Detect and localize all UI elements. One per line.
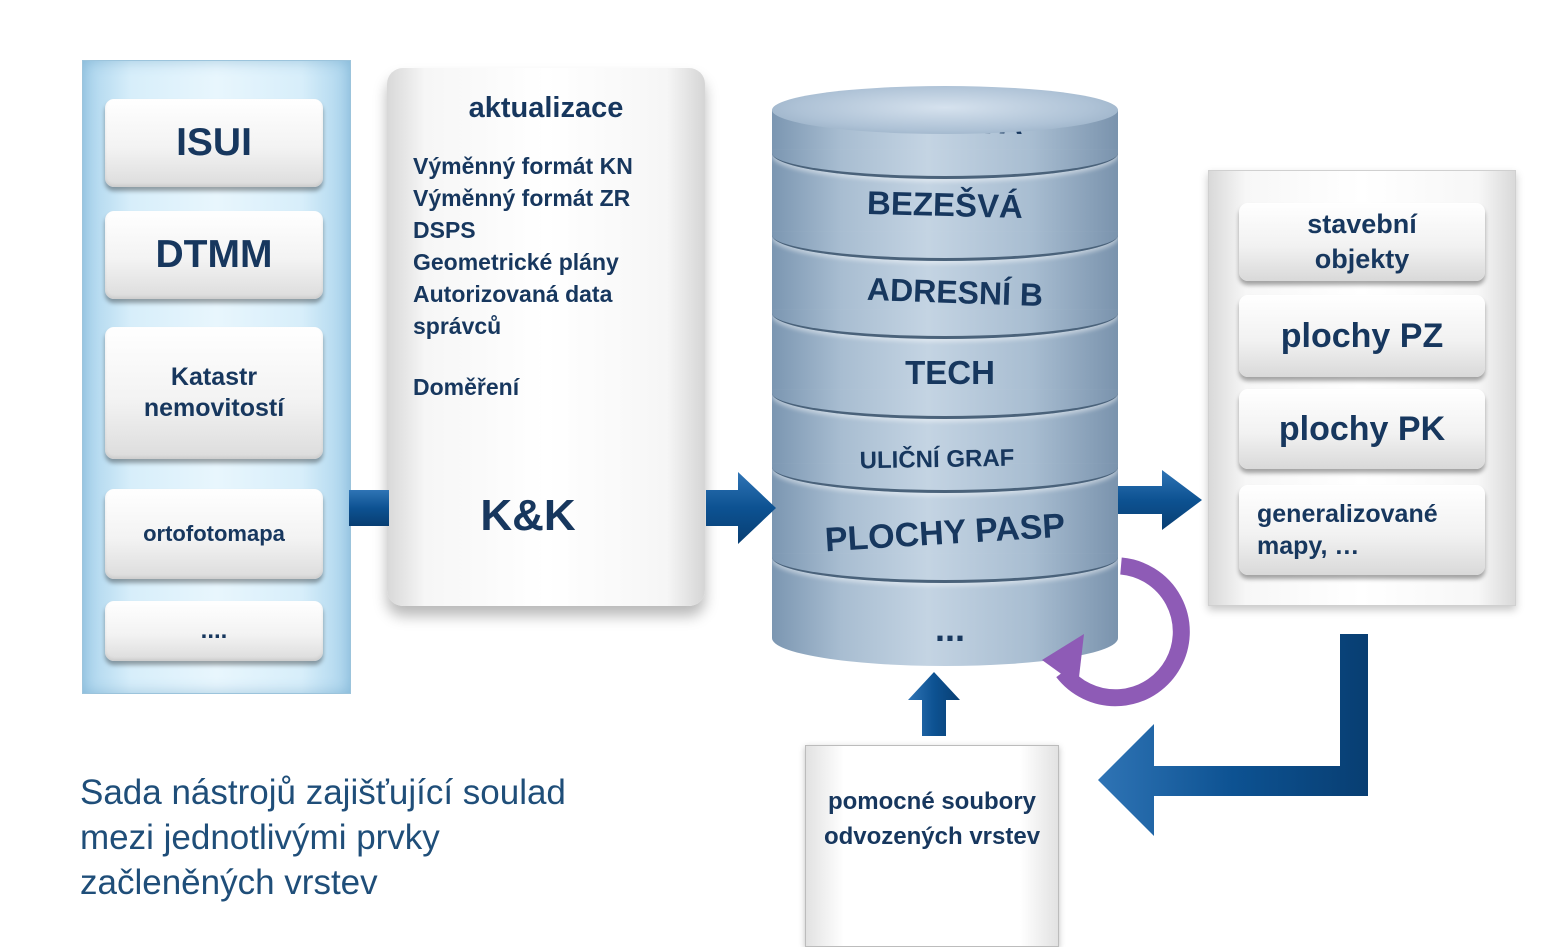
helper-to-database-arrow xyxy=(908,672,960,736)
update-source-item: Geometrické plány xyxy=(413,249,619,275)
update-source-list: Výměnný formát KN Výměnný formát ZR DSPS… xyxy=(413,150,633,342)
source-to-kk-arrow xyxy=(349,490,389,526)
derived-to-helper-arrow xyxy=(1098,634,1368,836)
caption: Sada nástrojů zajišťující soulad mezi je… xyxy=(80,770,700,905)
source-dtmm-button[interactable]: DTMM xyxy=(105,211,323,299)
db-layer-separator xyxy=(772,390,1118,419)
caption-line: Sada nástrojů zajišťující soulad xyxy=(80,773,566,812)
database-cylinder: BEZEŠVÁ BEZEŠVÁ ADRESNÍ B TECH ULIČNÍ GR… xyxy=(772,100,1118,666)
source-katastr-button[interactable]: Katastr nemovitostí xyxy=(105,327,323,459)
kk-to-database-arrow xyxy=(706,472,776,544)
db-layer-separator xyxy=(772,150,1118,179)
derived-panel: stavební objekty plochy PZ plochy PK gen… xyxy=(1208,170,1516,606)
update-panel: aktualizace Výměnný formát KN Výměnný fo… xyxy=(387,68,705,606)
database-top xyxy=(772,86,1118,134)
kk-tool-label: K&K xyxy=(480,491,576,540)
source-more-button[interactable]: .... xyxy=(105,601,323,661)
db-layer-separator xyxy=(772,310,1118,339)
caption-line: mezi jednotlivými prvky xyxy=(80,818,440,857)
db-layer-separator xyxy=(772,554,1118,583)
derived-plochy-pk-button[interactable]: plochy PK xyxy=(1239,389,1485,469)
db-layer-more[interactable]: ... xyxy=(934,608,965,649)
source-ortofotomapa-button[interactable]: ortofotomapa xyxy=(105,489,323,579)
update-extra-item: Doměření xyxy=(413,374,520,400)
derived-generalizovane-mapy-button[interactable]: generalizované mapy, … xyxy=(1239,485,1485,575)
update-source-item: Výměnný formát KN xyxy=(413,153,633,179)
derived-stavebni-objekty-button[interactable]: stavební objekty xyxy=(1239,203,1485,281)
update-source-item: Výměnný formát ZR xyxy=(413,185,631,211)
update-source-item: Autorizovaná data xyxy=(413,281,613,307)
database-to-derived-arrow xyxy=(1118,470,1202,530)
derived-plochy-pz-button[interactable]: plochy PZ xyxy=(1239,295,1485,377)
helper-files-label: pomocné soubory odvozených vrstev xyxy=(823,788,1041,850)
arrows-overlay xyxy=(349,470,1368,836)
source-isui-button[interactable]: ISUI xyxy=(105,99,323,187)
cycle-arrow-icon xyxy=(1042,557,1190,707)
update-source-item: DSPS xyxy=(413,217,476,243)
update-source-item: správců xyxy=(413,313,502,339)
caption-line: začleněných vrstev xyxy=(80,863,378,902)
update-title: aktualizace xyxy=(468,92,624,124)
db-layer-separator xyxy=(772,232,1118,261)
db-layer-separator xyxy=(772,464,1118,493)
source-panel: ISUI DTMM Katastr nemovitostí ortofotoma… xyxy=(82,60,351,694)
db-layer-tech[interactable]: TECH xyxy=(905,354,995,391)
